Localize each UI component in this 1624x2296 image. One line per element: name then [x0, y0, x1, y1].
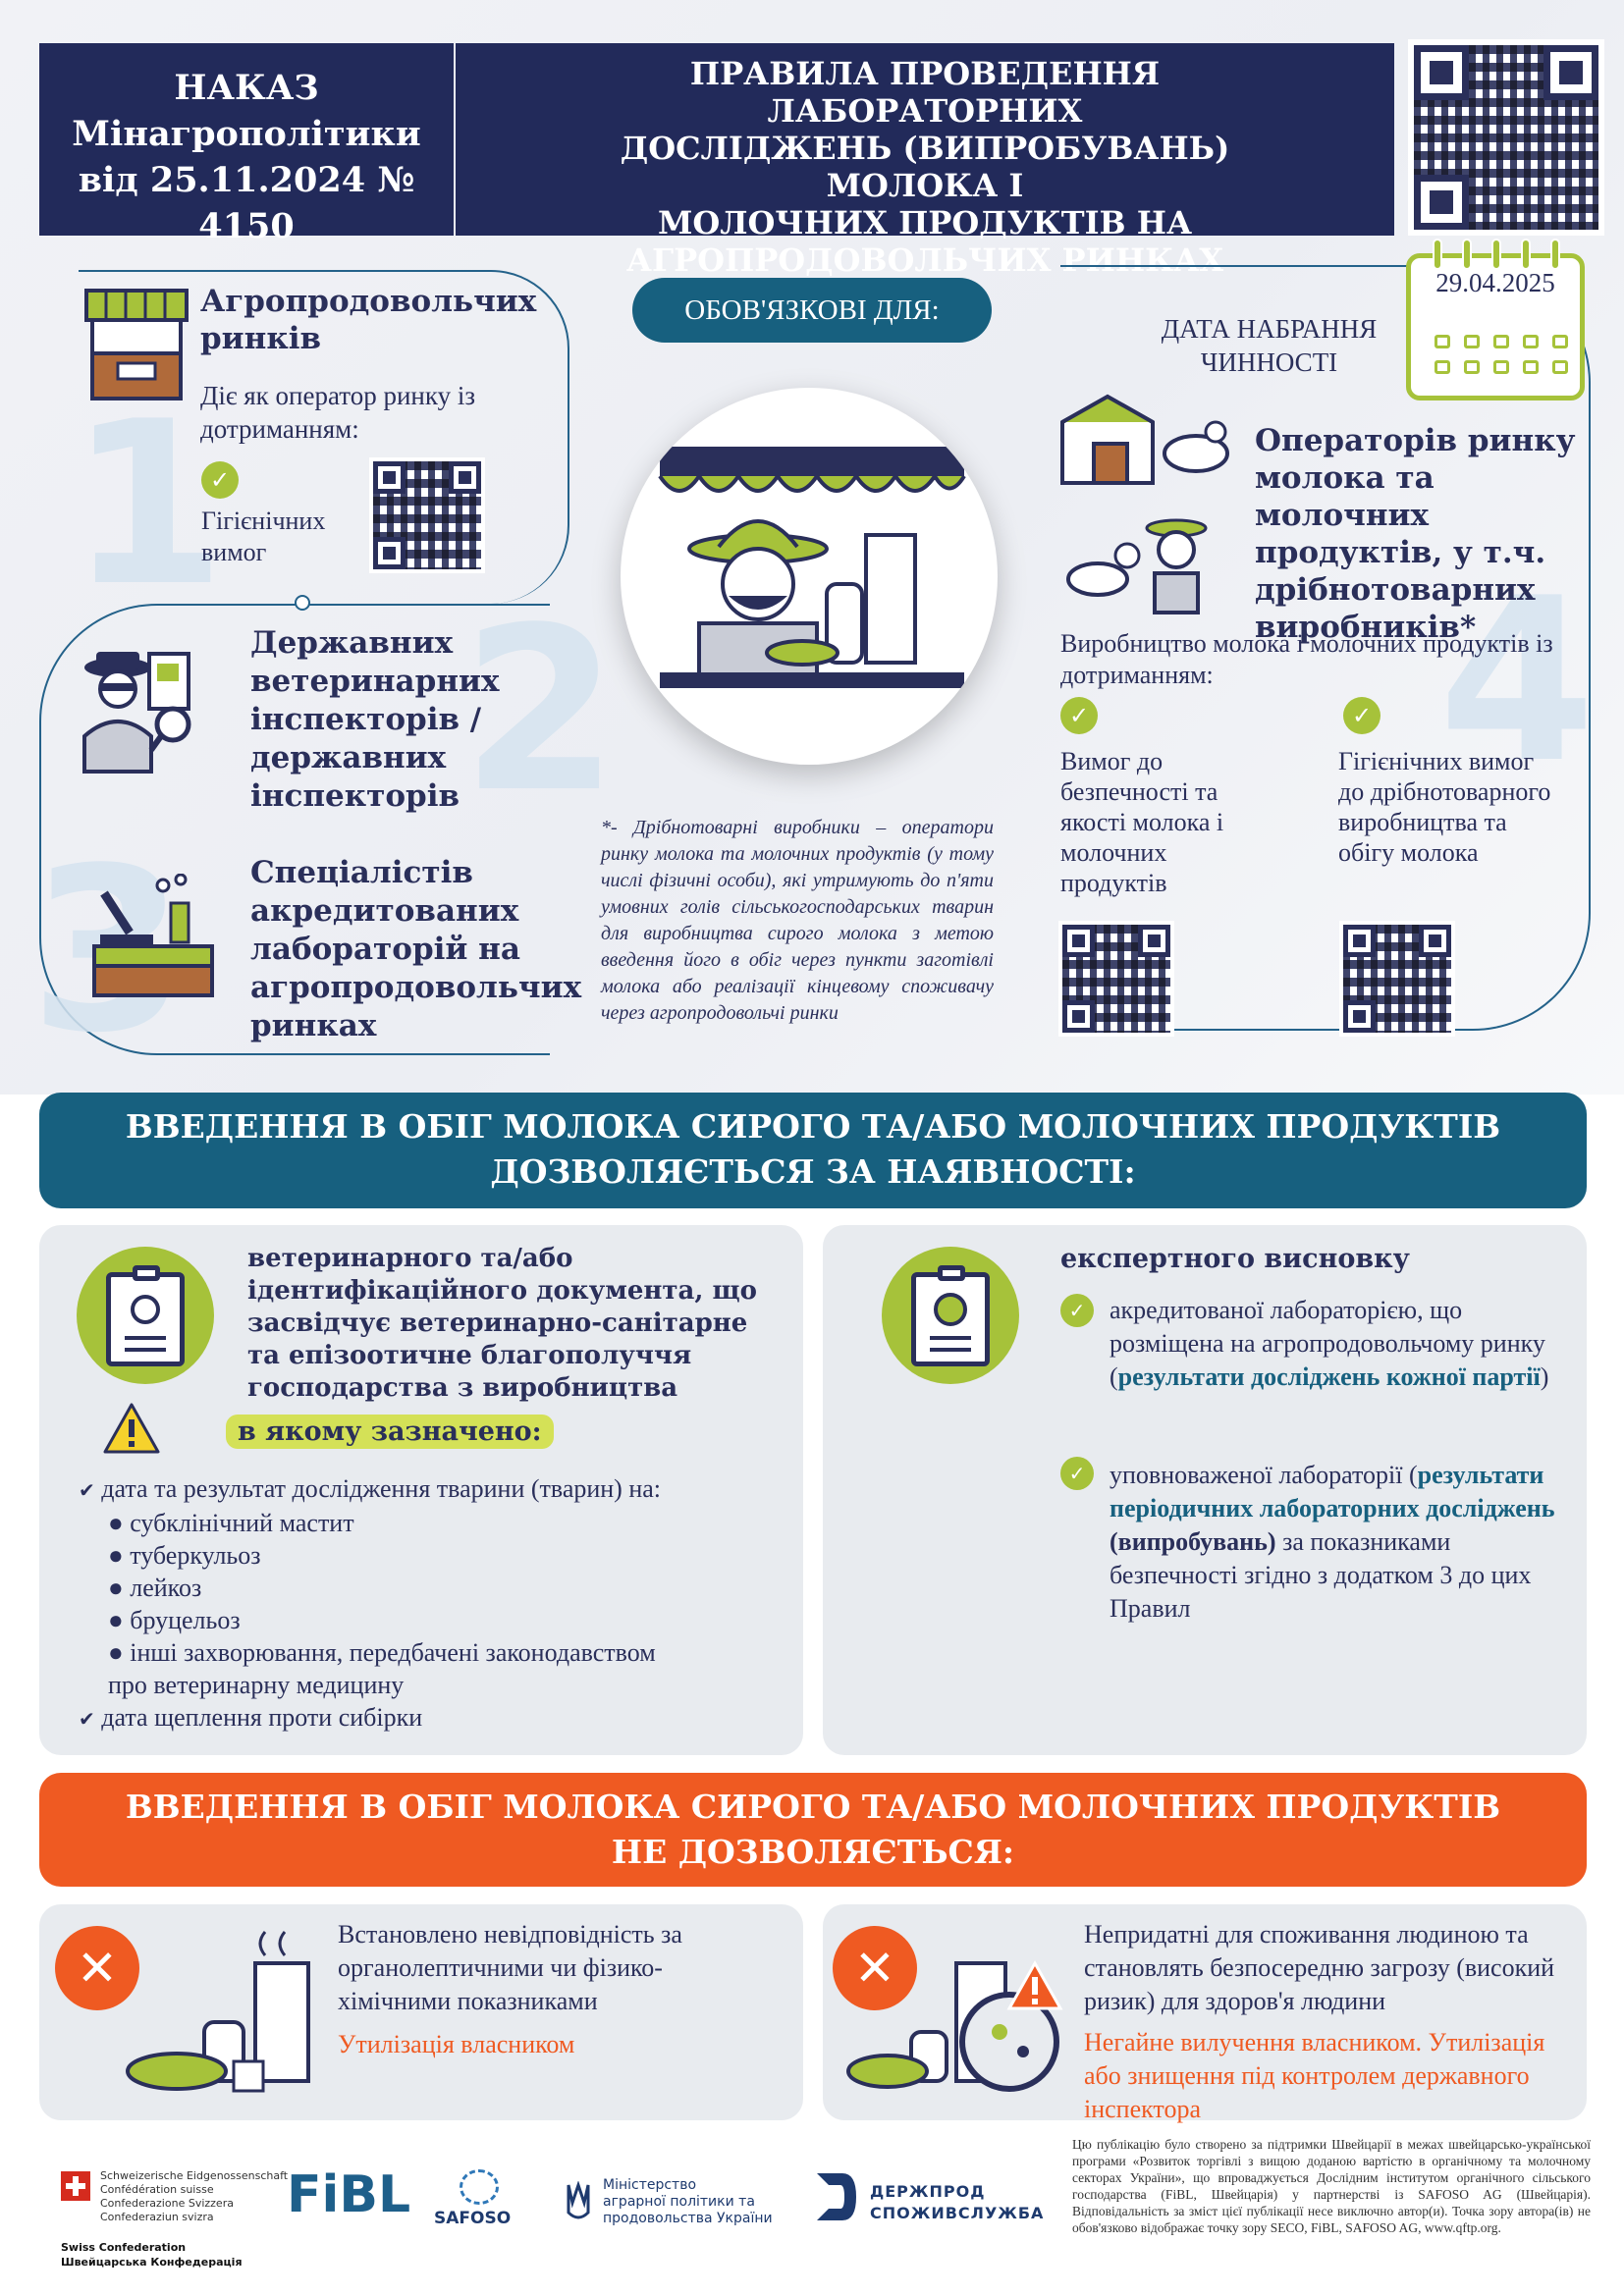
denied-left-action: Утилізація власником	[338, 2030, 575, 2058]
expert-report-title: експертного висновку	[1060, 1244, 1410, 1274]
item-4-sub: Виробництво молока і молочних продуктів …	[1060, 629, 1553, 689]
requirements-list: ✔ дата та результат дослідження тварини …	[79, 1472, 795, 1735]
order-ministry: Мінагрополітики	[72, 114, 421, 154]
allowed-banner-line-2: ДОЗВОЛЯЄТЬСЯ ЗА НАЯВНОСТІ:	[490, 1152, 1136, 1191]
checkmark-icon: ✔	[79, 1707, 95, 1731]
list-item: ● субклінічний мастит	[108, 1509, 354, 1537]
check-icon: ✓	[201, 461, 239, 499]
list-item: ● лейкоз	[108, 1574, 202, 1602]
prohibited-icon: ✕	[55, 1926, 139, 2010]
allowed-banner-line-1: ВВЕДЕННЯ В ОБІГ МОЛОКА СИРОГО ТА/АБО МОЛ…	[125, 1107, 1501, 1146]
title-line-1: ПРАВИЛА ПРОВЕДЕННЯ ЛАБОРАТОРНИХ	[689, 55, 1161, 130]
vet-document-text: ветеринарного та/або ідентифікаційного д…	[247, 1244, 757, 1435]
dairy-products-icon	[108, 1924, 324, 2101]
accredited-lab-text: акредитованої лабораторією, що розміщена…	[1110, 1296, 1549, 1391]
qr-code-hygiene[interactable]	[369, 457, 485, 573]
dps-emblem-icon	[815, 2171, 858, 2222]
check-icon: ✓	[1343, 697, 1380, 734]
qr-code-safety[interactable]	[1058, 921, 1174, 1037]
prohibited-icon: ✕	[833, 1926, 917, 2010]
number-2: 2	[461, 580, 620, 842]
order-reference: НАКАЗ Мінагрополітики від 25.11.2024 № 4…	[39, 43, 454, 246]
allowed-banner: ВВЕДЕННЯ В ОБІГ МОЛОКА СИРОГО ТА/АБО МОЛ…	[39, 1093, 1587, 1208]
denied-banner-line-2: НЕ ДОЗВОЛЯЄТЬСЯ:	[611, 1833, 1015, 1871]
vet-document-icon	[77, 1247, 214, 1384]
denied-banner-line-1: ВВЕДЕННЯ В ОБІГ МОЛОКА СИРОГО ТА/АБО МОЛ…	[125, 1788, 1501, 1826]
order-date-number: від 25.11.2024 № 4150	[78, 160, 415, 246]
denied-right-action: Негайне вилучення власником. Утилізація …	[1084, 2028, 1545, 2123]
item-2-title: Державних ветеринарних інспекторів / дер…	[250, 625, 500, 814]
ukraine-trident-icon	[566, 2180, 591, 2224]
swiss-flag-icon	[61, 2171, 90, 2201]
list-item: ● бруцельоз	[108, 1606, 241, 1634]
laboratory-icon	[90, 873, 216, 1001]
effective-date-label: ДАТА НАБРАННЯ ЧИННОСТІ	[1161, 314, 1378, 377]
disclaimer: Цю публікацію було створено за підтримки…	[1072, 2137, 1591, 2235]
number-1: 1	[69, 374, 227, 636]
qr-code-main[interactable]	[1408, 39, 1604, 236]
market-vendor-illustration	[621, 388, 998, 765]
qr-code-small-scale[interactable]	[1339, 921, 1455, 1037]
list-item: ● інші захворювання, передбачені законод…	[108, 1638, 656, 1699]
expert-report-icon	[882, 1247, 1019, 1384]
item-3-title: Спеціалістів акредитованих лабораторій н…	[250, 855, 582, 1043]
safoso-emblem-icon	[460, 2169, 499, 2205]
page-title: ПРАВИЛА ПРОВЕДЕННЯ ЛАБОРАТОРНИХ ДОСЛІДЖЕ…	[456, 43, 1394, 279]
title-line-3: МОЛОЧНИХ ПРОДУКТІВ НА	[657, 204, 1193, 241]
footnote: *- Дрібнотоварні виробники – оператори р…	[601, 817, 994, 1024]
item-4-check-a: Вимог до безпечності та якості молока і …	[1060, 747, 1224, 897]
mandatory-label: ОБОВ'ЯЗКОВІ ДЛЯ:	[632, 278, 992, 343]
denied-left-text: Встановлено невідповідність за органолеп…	[338, 1920, 682, 2015]
checkmark-icon: ✔	[79, 1478, 95, 1502]
fibl-logo: FiBL	[287, 2165, 411, 2224]
check-icon: ✓	[1060, 1457, 1094, 1490]
connector-dot	[295, 595, 310, 611]
warning-icon	[102, 1402, 161, 1455]
denied-right-text: Непридатні для споживання людиною та ста…	[1084, 1920, 1555, 2015]
item-4-title: Операторів ринку молока та молочних прод…	[1255, 423, 1576, 645]
highlight-label: в якому зазначено:	[226, 1415, 554, 1449]
list-item: ✔ дата та результат дослідження тварини …	[79, 1474, 662, 1503]
list-item: ● туберкульоз	[108, 1541, 261, 1570]
calendar-icon: 29.04.2025	[1406, 239, 1585, 400]
authorized-lab-text: уповноваженої лабораторії (результати пе…	[1110, 1461, 1555, 1623]
order-label: НАКАЗ	[174, 68, 319, 108]
check-icon: ✓	[1060, 1294, 1094, 1327]
denied-banner: ВВЕДЕННЯ В ОБІГ МОЛОКА СИРОГО ТА/АБО МОЛ…	[39, 1773, 1587, 1887]
list-item: ✔ дата щеплення проти сибірки	[79, 1703, 423, 1732]
safoso-logo: SAFOSO	[434, 2209, 512, 2228]
bacteria-warning-icon	[842, 1924, 1078, 2101]
title-line-2: ДОСЛІДЖЕНЬ (ВИПРОБУВАНЬ) МОЛОКА І	[620, 130, 1230, 204]
connector-arc-3	[1060, 265, 1591, 1031]
item-1-check-text: Гігієнічних вимог	[201, 507, 326, 566]
effective-date: 29.04.2025	[1435, 268, 1555, 297]
inspector-icon	[79, 648, 196, 775]
number-4: 4	[1438, 551, 1597, 813]
item-1-sub: Діє як оператор ринку із дотриманням:	[200, 381, 476, 444]
check-icon: ✓	[1060, 697, 1098, 734]
denied-right-panel	[823, 1904, 1587, 2120]
farm-illustration	[1058, 393, 1235, 618]
item-1-title: Агропродовольчих ринків	[200, 284, 537, 356]
market-stall-icon	[79, 285, 194, 402]
connector-arc-1	[79, 270, 569, 604]
item-4-check-b: Гігієнічних вимог до дрібнотоварного вир…	[1338, 747, 1551, 867]
